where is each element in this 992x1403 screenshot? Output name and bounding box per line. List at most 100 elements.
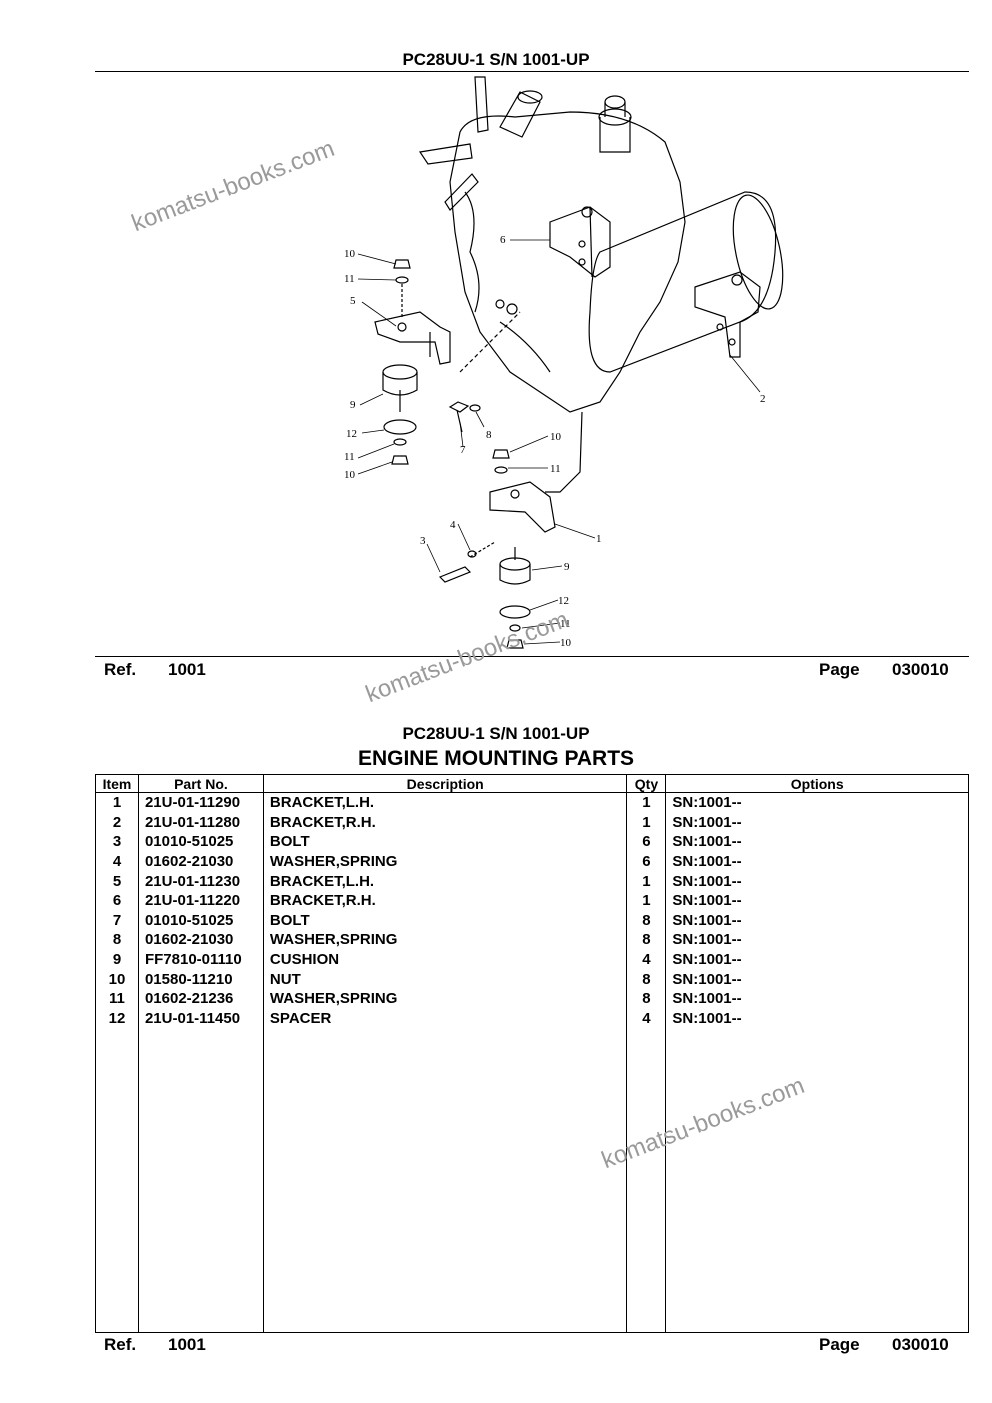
table-header-row: Item Part No. Description Qty Options (95, 774, 969, 793)
bolt-3 (438, 566, 472, 583)
fan-blade (444, 173, 479, 211)
cell-description: CUSHION (262, 949, 628, 970)
cell-options: SN:1001-- (665, 890, 969, 911)
callout-11: 11 (560, 618, 571, 630)
col-qty: Qty (626, 774, 667, 793)
top-ref-value: 1001 (168, 660, 206, 679)
cell-description: SPACER (262, 1008, 628, 1029)
callout-5: 5 (350, 295, 356, 307)
bottom-ref-label: Ref. (104, 1335, 137, 1354)
engine-block (449, 111, 686, 413)
cell-part-no: FF7810-01110 (137, 949, 264, 970)
cell-qty: 8 (626, 988, 667, 1009)
intake-pipe (499, 91, 541, 138)
cell-options: SN:1001-- (665, 871, 969, 891)
bottom-page-header: PC28UU-1 S/N 1001-UP (402, 724, 590, 743)
cell-part-no: 01580-11210 (137, 969, 264, 989)
bracket-2 (694, 271, 761, 358)
cell-options: SN:1001-- (665, 949, 969, 970)
col-options: Options (665, 774, 969, 793)
spacer-12-b (499, 605, 531, 619)
cell-options: SN:1001-- (665, 812, 969, 833)
cell-options: SN:1001-- (665, 930, 969, 950)
cell-part-no: 01010-51025 (137, 832, 264, 852)
bottom-page-label: Page (819, 1335, 860, 1354)
cell-part-no: 01602-21030 (137, 851, 264, 872)
callout-11: 11 (344, 451, 355, 463)
cell-qty: 4 (626, 1008, 667, 1029)
cell-qty: 6 (626, 851, 667, 872)
cell-description: WASHER,SPRING (262, 930, 628, 950)
spacer-12-a (383, 419, 417, 435)
cell-part-no: 21U-01-11450 (137, 1008, 264, 1029)
col-item: Item (95, 774, 139, 793)
bolt-7 (448, 401, 470, 433)
top-page-value: 030010 (892, 660, 949, 679)
table-filler-row (95, 1028, 969, 1333)
col-description: Description (262, 774, 628, 793)
cell-part-no: 01602-21030 (137, 930, 264, 950)
cell-item: 6 (95, 890, 139, 911)
callout-8: 8 (486, 429, 492, 441)
callout-10: 10 (550, 431, 562, 443)
cell-options: SN:1001-- (665, 969, 969, 989)
cell-item: 1 (95, 792, 139, 813)
cell-item: 7 (95, 910, 139, 931)
callout-3: 3 (420, 535, 426, 547)
callout-9: 9 (350, 399, 356, 411)
cell-part-no: 21U-01-11230 (137, 871, 264, 891)
cell-description: WASHER,SPRING (262, 988, 628, 1009)
cell-part-no: 01602-21236 (137, 988, 264, 1009)
cell-description: BRACKET,L.H. (262, 871, 628, 891)
cell-qty: 8 (626, 969, 667, 989)
callout-6: 6 (500, 234, 506, 246)
muffler (588, 191, 777, 373)
cell-description: BRACKET,R.H. (262, 812, 628, 833)
cell-description: BOLT (262, 910, 628, 931)
callout-1: 1 (596, 533, 602, 545)
top-footer-rule (95, 656, 969, 657)
cell-options: SN:1001-- (665, 1008, 969, 1029)
nut-10-a (393, 259, 411, 269)
cell-options: SN:1001-- (665, 832, 969, 852)
cell-description: WASHER,SPRING (262, 851, 628, 872)
cushion-9-a (382, 364, 418, 380)
cell-description: BOLT (262, 832, 628, 852)
cell-item: 10 (95, 969, 139, 989)
cell-item: 11 (95, 988, 139, 1009)
top-page-label: Page (819, 660, 860, 679)
cell-part-no: 21U-01-11280 (137, 812, 264, 833)
col-part-no: Part No. (137, 774, 264, 793)
cell-description: NUT (262, 969, 628, 989)
filler-cap (599, 117, 631, 153)
bottom-page-value: 030010 (892, 1335, 949, 1354)
callout-10: 10 (560, 637, 572, 649)
engine-mounting-diagram: 10 11 5 9 12 11 10 8 7 6 2 10 11 4 3 1 9… (300, 72, 820, 657)
cell-item: 2 (95, 812, 139, 833)
cell-item: 3 (95, 832, 139, 852)
callout-10: 10 (344, 469, 356, 481)
bottom-ref-value: 1001 (168, 1335, 206, 1354)
top-page-header: PC28UU-1 S/N 1001-UP (402, 50, 590, 69)
cell-qty: 1 (626, 871, 667, 891)
callout-12: 12 (558, 595, 569, 607)
cell-qty: 8 (626, 910, 667, 931)
cell-item: 4 (95, 851, 139, 872)
cell-part-no: 21U-01-11290 (137, 792, 264, 813)
cell-qty: 6 (626, 832, 667, 852)
callout-7: 7 (460, 444, 466, 456)
cell-qty: 1 (626, 792, 667, 813)
callout-12: 12 (346, 428, 357, 440)
